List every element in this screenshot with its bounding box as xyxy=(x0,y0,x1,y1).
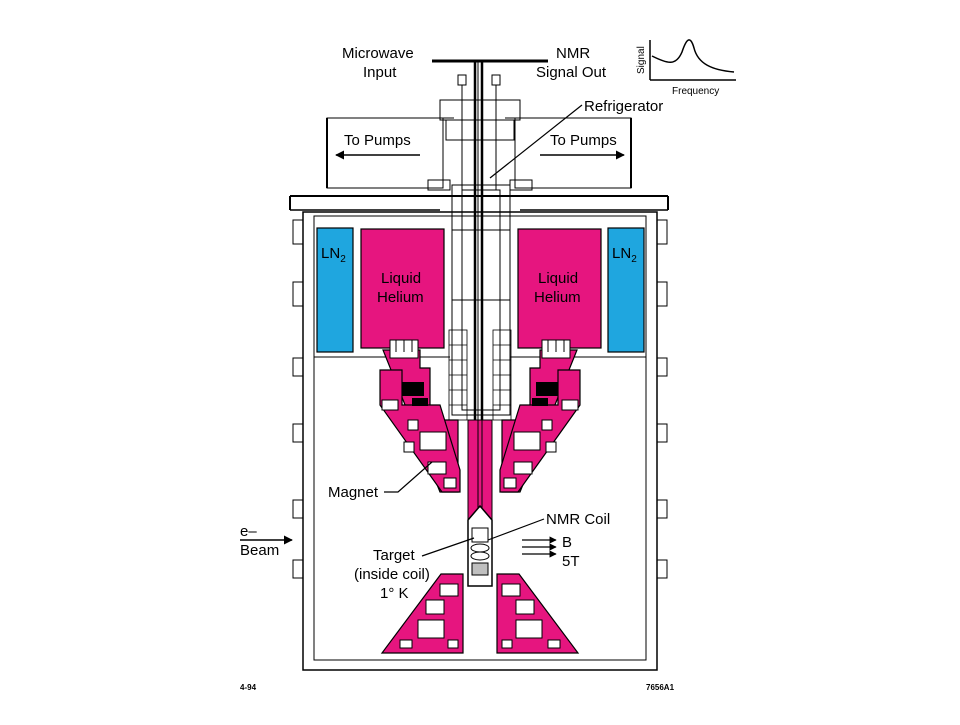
target-label-line2: (inside coil) xyxy=(354,566,430,583)
magnet-upper-right xyxy=(499,339,581,493)
helium-right-line1: Liquid xyxy=(538,270,578,287)
pump-lines xyxy=(326,117,632,191)
magnet-lower-left xyxy=(380,573,464,654)
target-label-line1: Target xyxy=(373,547,416,564)
magnet-leader xyxy=(384,461,433,493)
nmr-coil-leader xyxy=(487,518,545,541)
target-label-line3: 1° K xyxy=(380,585,409,602)
nmr-label-line2: Signal Out xyxy=(536,64,607,81)
microwave-label-line1: Microwave xyxy=(342,45,414,62)
ln2-reservoir-left xyxy=(316,227,354,353)
nmr-coil-label: NMR Coil xyxy=(546,511,610,528)
target-cell xyxy=(467,504,493,587)
magnet-lower-right xyxy=(496,573,580,654)
helium-left-line1: Liquid xyxy=(381,270,421,287)
signal-curve xyxy=(651,39,735,73)
insert-ladder xyxy=(448,329,512,421)
pumps-right-label: To Pumps xyxy=(550,132,617,149)
refrigerator-label: Refrigerator xyxy=(584,98,663,115)
beam-label-line2: Beam xyxy=(240,542,279,559)
microwave-label-line2: Input xyxy=(363,64,397,81)
helium-reservoir-left xyxy=(360,228,445,349)
pumps-left-label: To Pumps xyxy=(344,132,411,149)
helium-reservoir-right xyxy=(517,228,602,349)
footer-figure-code: 7656A1 xyxy=(646,683,675,692)
nmr-label-line1: NMR xyxy=(556,45,590,62)
refrigerator-leader xyxy=(489,104,583,179)
field-5t-label: 5T xyxy=(562,553,580,570)
magnet-upper-left xyxy=(379,339,461,493)
ln2-reservoir-right xyxy=(607,227,645,353)
inset-signal-label: Signal xyxy=(636,46,647,74)
footer-date-code: 4-94 xyxy=(240,683,257,692)
inset-frequency-label: Frequency xyxy=(672,86,719,97)
ln2-label-left: LN2 xyxy=(321,245,346,265)
magnet-label: Magnet xyxy=(328,484,379,501)
helium-right-line2: Helium xyxy=(534,289,581,306)
ln2-label-right: LN2 xyxy=(612,245,637,265)
field-b-label: B xyxy=(562,534,572,551)
signal-inset-plot: Signal Frequency xyxy=(636,39,736,97)
target-leader xyxy=(421,537,475,557)
beam-label-line1: e– xyxy=(240,523,257,540)
field-arrows xyxy=(522,536,557,558)
cryostat-vessel xyxy=(289,195,669,671)
helium-left-line2: Helium xyxy=(377,289,424,306)
